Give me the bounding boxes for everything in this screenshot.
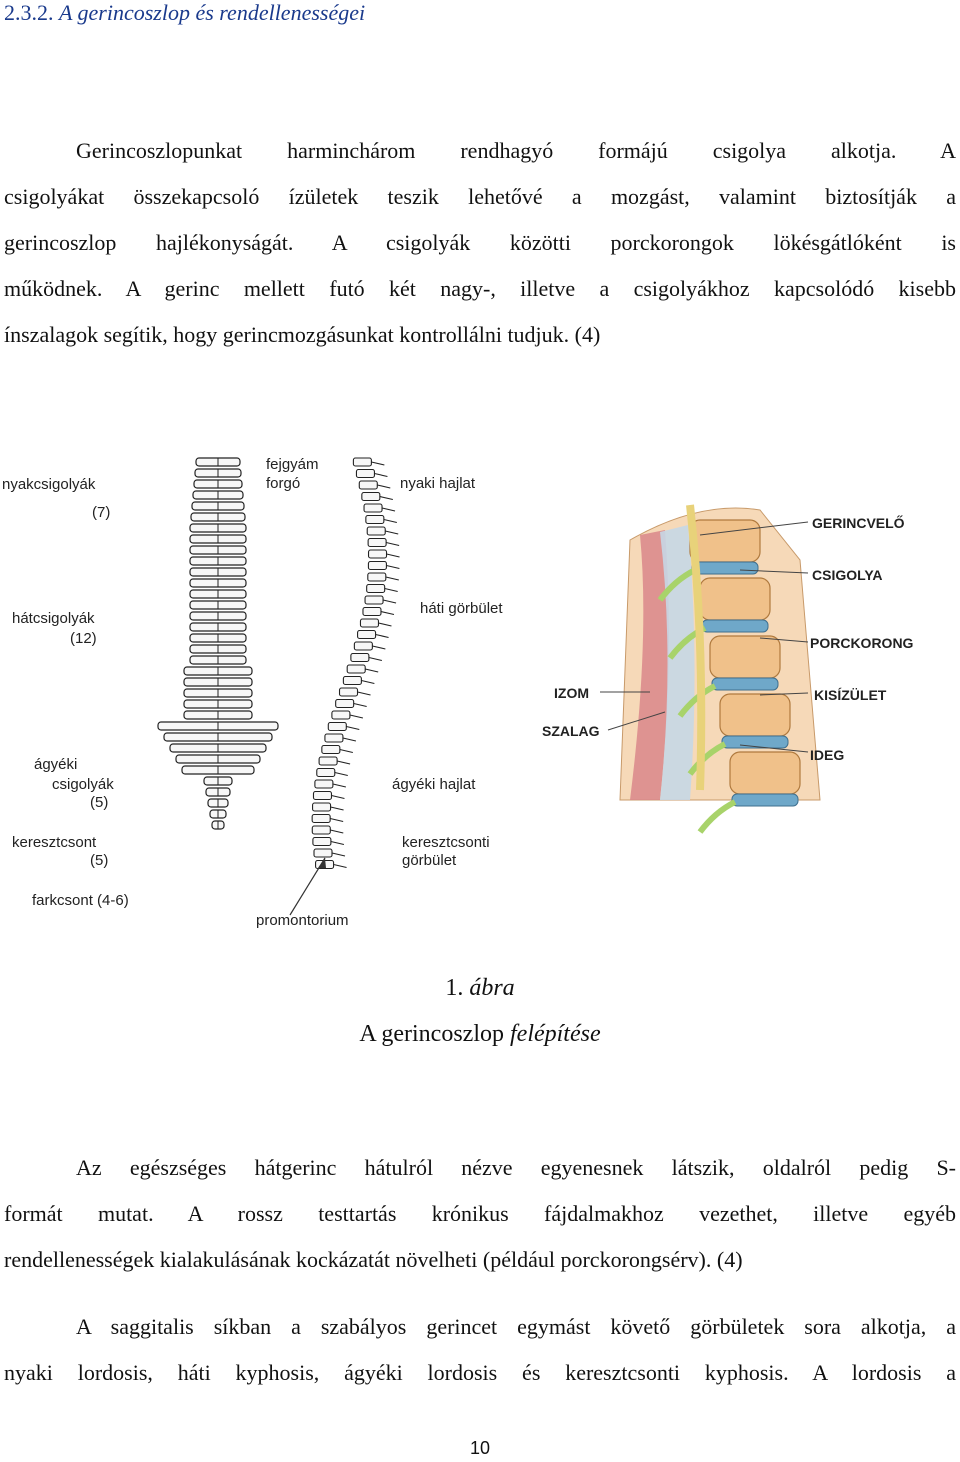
- label-neck-count: (7): [92, 504, 111, 521]
- label-sacrum: keresztcsont: [12, 834, 97, 851]
- lateral-spine-drawing: [311, 457, 400, 870]
- label-promontorium: promontorium: [256, 912, 349, 929]
- label-facet: KISÍZÜLET: [814, 687, 887, 703]
- label-vertebra: CSIGOLYA: [812, 567, 883, 583]
- paragraph-line: A saggitalis síkban a szabályos gerincet…: [76, 1314, 956, 1339]
- paragraph-line: gerincoszlop hajlékonyságát. A csigolyák…: [4, 230, 956, 255]
- label-lumbar-count: (5): [90, 794, 109, 811]
- section-title: A gerincoszlop és rendellenességei: [59, 0, 366, 25]
- label-sacral-curve-2: görbület: [402, 852, 457, 869]
- paragraph-healthy-spine: Az egészséges hátgerinc hátulról nézve e…: [4, 1145, 956, 1283]
- paragraph-line: rendellenességek kialakulásának kockázat…: [4, 1247, 743, 1272]
- paragraph-line: Az egészséges hátgerinc hátulról nézve e…: [76, 1155, 956, 1180]
- spine-illustration: [157, 457, 821, 916]
- figure-caption-number: 1. ábra: [0, 975, 960, 1002]
- section-number: 2.3.2.: [4, 0, 54, 25]
- paragraph-line: nyaki lordosis, háti kyphosis, ágyéki lo…: [4, 1360, 956, 1385]
- label-thoracic-count: (12): [70, 630, 97, 647]
- paragraph-line: Gerincoszlopunkat harminchárom rendhagyó…: [76, 138, 956, 163]
- label-nerve: IDEG: [810, 747, 845, 763]
- paragraph-line: formát mutat. A rossz testtartás króniku…: [4, 1201, 956, 1226]
- section-heading: 2.3.2. A gerincoszlop és rendellenessége…: [4, 0, 365, 26]
- label-sacrum-count: (5): [90, 852, 109, 869]
- paragraph-line: működnek. A gerinc mellett futó két nagy…: [4, 276, 956, 301]
- paragraph-sagittal: A saggitalis síkban a szabályos gerincet…: [4, 1304, 956, 1396]
- label-atlas: fejgyám: [266, 456, 319, 473]
- label-sacral-curve-1: keresztcsonti: [402, 834, 490, 851]
- label-thoracic-vertebrae: hátcsigolyák: [12, 610, 95, 627]
- label-coccyx: farkcsont (4-6): [32, 892, 129, 909]
- figure-caption-title: A gerincoszlop felépítése: [0, 1021, 960, 1048]
- caption-number: 1.: [445, 975, 464, 1001]
- label-cervical-curve: nyaki hajlat: [400, 475, 476, 492]
- caption-label: ábra: [469, 975, 515, 1001]
- spine-figure: nyakcsigolyák (7) hátcsigolyák (12) ágyé…: [0, 440, 960, 940]
- label-lumbar-2: csigolyák: [52, 776, 114, 793]
- paragraph-intro: Gerincoszlopunkat harminchárom rendhagyó…: [4, 128, 956, 358]
- leader-lines: [600, 521, 809, 753]
- label-thoracic-curve: háti görbület: [420, 600, 503, 617]
- label-lumbar-1: ágyéki: [34, 756, 78, 773]
- label-neck-vertebrae: nyakcsigolyák: [2, 476, 96, 493]
- posterior-spine-drawing: [157, 457, 279, 830]
- label-axis: forgó: [266, 475, 301, 492]
- label-disc: PORCKORONG: [810, 635, 914, 651]
- label-ligament: SZALAG: [542, 723, 600, 739]
- label-muscle: IZOM: [554, 685, 589, 701]
- caption-title-plain: A gerincoszlop: [359, 1021, 504, 1047]
- paragraph-line: csigolyákat összekapcsoló ízületek teszi…: [4, 184, 956, 209]
- caption-title-italic: felépítése: [510, 1021, 601, 1047]
- label-lumbar-curve: ágyéki hajlat: [392, 776, 476, 793]
- cutaway-illustration: [619, 504, 821, 834]
- page-number: 10: [469, 1438, 491, 1458]
- paragraph-line: ínszalagok segítik, hogy gerincmozgásunk…: [4, 322, 601, 347]
- label-spinal-cord: GERINCVELŐ: [812, 515, 905, 531]
